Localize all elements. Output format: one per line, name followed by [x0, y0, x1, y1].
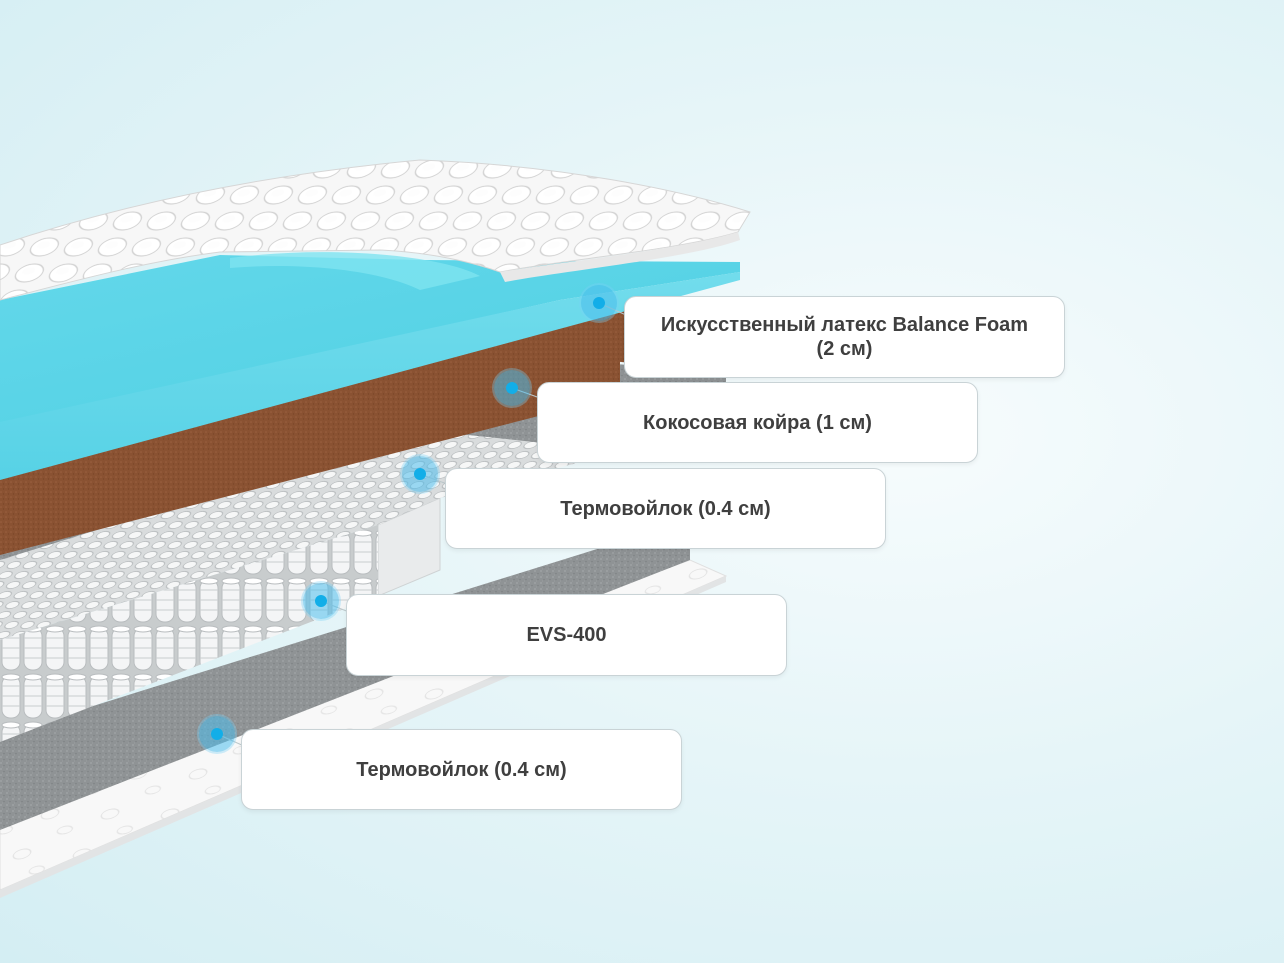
marker-dot	[414, 468, 426, 480]
marker-springs[interactable]	[303, 583, 339, 619]
marker-dot	[315, 595, 327, 607]
label-coir: Кокосовая койра (1 см)	[537, 382, 978, 463]
marker-dot	[506, 382, 518, 394]
label-latex: Искусственный латекс Balance Foam (2 см)	[624, 296, 1065, 378]
marker-dot	[211, 728, 223, 740]
label-felt-lower-text: Термовойлок (0.4 см)	[356, 758, 567, 781]
label-coir-text: Кокосовая койра (1 см)	[643, 411, 872, 434]
latex-layer-curl	[230, 252, 480, 290]
marker-coir[interactable]	[494, 370, 530, 406]
marker-dot	[593, 297, 605, 309]
spring-block-front	[0, 525, 378, 742]
coir-layer-side	[0, 300, 726, 485]
marker-felt-lower[interactable]	[199, 716, 235, 752]
coir-layer-front	[0, 355, 620, 555]
latex-layer-front	[0, 272, 740, 480]
quilted-top-cover	[0, 159, 751, 301]
label-latex-text: Искусственный латекс Balance Foam (2 см)	[660, 314, 1029, 360]
label-felt-upper: Термовойлок (0.4 см)	[445, 468, 886, 549]
label-springs-text: EVS-400	[526, 624, 607, 646]
label-felt-lower: Термовойлок (0.4 см)	[241, 729, 682, 810]
quilted-cover-edge	[500, 232, 740, 282]
marker-felt-upper[interactable]	[402, 456, 438, 492]
marker-latex[interactable]	[581, 285, 617, 321]
label-felt-upper-text: Термовойлок (0.4 см)	[560, 497, 771, 520]
label-springs: EVS-400	[346, 594, 787, 676]
